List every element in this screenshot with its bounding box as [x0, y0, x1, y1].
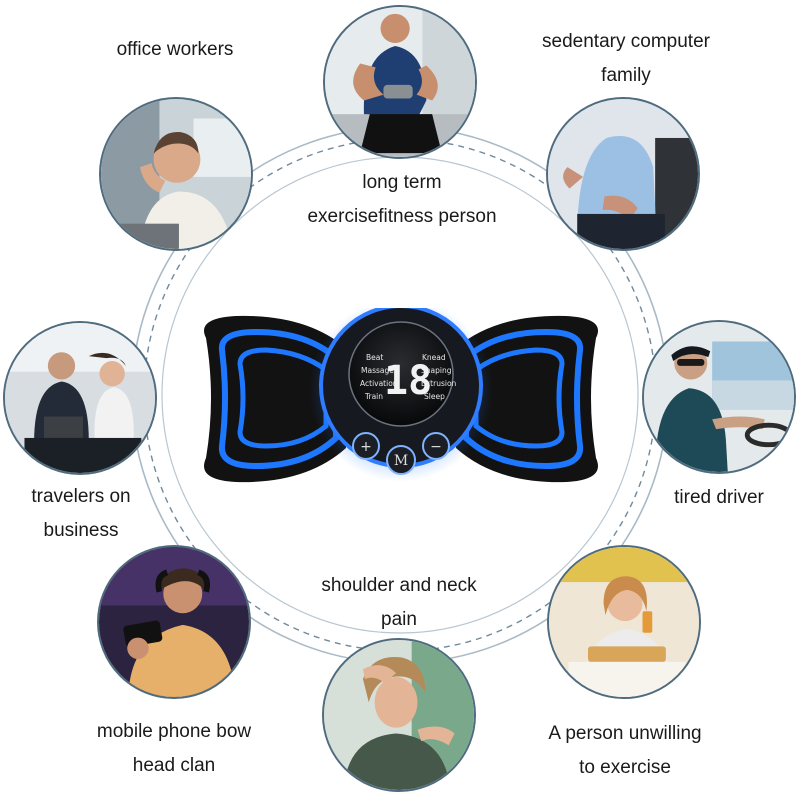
label-sedentary-computer-family: sedentary computer family [542, 31, 710, 86]
plus-button[interactable]: + [352, 432, 380, 460]
svg-text:M: M [394, 453, 408, 469]
label-mobile-phone: mobile phone bow head clan [96, 721, 252, 776]
mode-knead: Knead [422, 353, 446, 362]
photo-tired-driver [642, 320, 796, 474]
intensity-display: 18 [384, 358, 432, 404]
photo-unwilling-exercise [547, 545, 701, 699]
mode-button[interactable]: M [386, 445, 416, 475]
photo-sedentary-back-pain [546, 97, 700, 251]
mode-extrusion: Extrusion [421, 379, 457, 388]
minus-button[interactable]: − [422, 432, 450, 460]
mode-train: Train [364, 392, 383, 401]
photo-neck-pain [322, 638, 476, 792]
svg-text:−: − [430, 439, 442, 455]
mode-activation: Activation [360, 379, 398, 388]
mode-shaping: Shaping [421, 366, 452, 375]
label-shoulder-neck-pain: shoulder and neck pain [321, 575, 477, 630]
mode-massage: Massage [361, 366, 394, 375]
ems-massager-device: Beat Massage Activation Train Knead Shap… [196, 298, 606, 488]
label-tired-driver: tired driver [674, 487, 764, 508]
label-exercise-fitness: long term exercisefitness person [307, 172, 497, 227]
label-office-workers: office workers [116, 39, 234, 60]
label-unwilling-exercise: A person unwilling to exercise [548, 723, 702, 778]
photo-fitness-person [323, 5, 477, 159]
mode-sleep: Sleep [424, 392, 445, 401]
mode-beat: Beat [366, 353, 383, 362]
label-travelers-business: travelers on business [31, 486, 131, 541]
photo-travelers-business [3, 321, 157, 475]
photo-mobile-phone [97, 545, 251, 699]
svg-text:+: + [360, 439, 372, 455]
photo-office-worker [99, 97, 253, 251]
